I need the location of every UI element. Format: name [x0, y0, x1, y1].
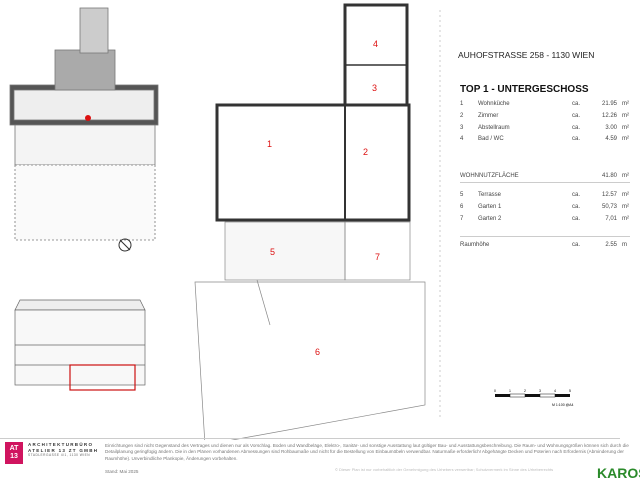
compass-icon: [118, 238, 132, 252]
brand-logo: KAROS: [597, 465, 640, 481]
svg-text:M 1:100 @A4: M 1:100 @A4: [552, 403, 574, 407]
svg-text:0: 0: [494, 389, 496, 393]
address: AUHOFSTRASSE 258 - 1130 WIEN: [458, 50, 595, 60]
room-label-4: 4: [373, 39, 378, 49]
disclaimer-notes: Einrichtungen sind nicht Gegenstand des …: [105, 443, 629, 461]
site-plan: [9, 7, 159, 241]
room-label-1: 1: [267, 139, 272, 149]
room-label-5: 5: [270, 247, 275, 257]
date-stamp: Stand: Mai 2025: [105, 469, 139, 474]
svg-text:4: 4: [554, 389, 556, 393]
room-numbers: 1 2 3 4 5 6 7: [267, 39, 380, 357]
svg-text:5: 5: [569, 389, 571, 393]
footer-divider: [0, 438, 620, 439]
scale-bar: 0 1 2 3 4 5 M 1:100 @A4: [494, 389, 574, 407]
page-title: TOP 1 - UNTERGESCHOSS: [460, 84, 589, 95]
room-label-2: 2: [363, 147, 368, 157]
room-label-3: 3: [372, 83, 377, 93]
firm-logo: AT 13: [5, 442, 23, 464]
copyright-note: © Dieser Plan ist nur vorbehaltlich der …: [335, 467, 554, 472]
svg-text:3: 3: [539, 389, 541, 393]
floor-plan-drawing: 1 2 3 4 5 6 7 0 1 2 3 4 5 M 1:100 @A4: [9, 3, 574, 440]
elevation-drawing: [14, 299, 146, 391]
divider: [460, 236, 630, 237]
room-label-7: 7: [375, 252, 380, 262]
svg-text:1: 1: [509, 389, 511, 393]
room-label-6: 6: [315, 347, 320, 357]
apartment-plan: [194, 3, 426, 440]
svg-text:2: 2: [524, 389, 526, 393]
